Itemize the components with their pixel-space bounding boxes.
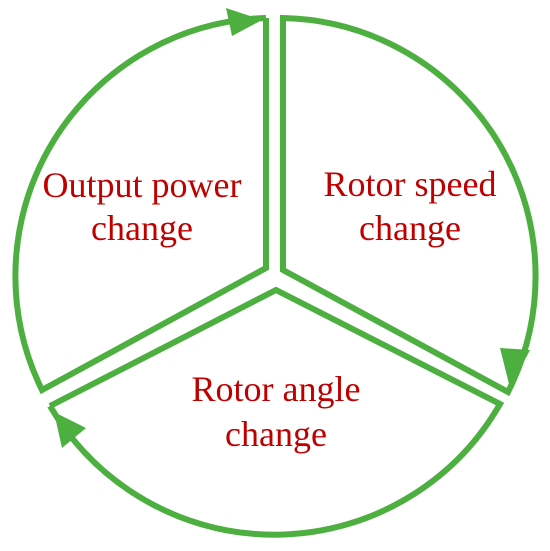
arrow-head-top — [226, 8, 262, 36]
segment-rotor-speed — [280, 14, 539, 397]
label-rotor-speed-line1: Rotor speed — [324, 164, 497, 204]
label-rotor-speed-line2: change — [359, 208, 461, 248]
label-rotor-angle-line1: Rotor angle — [192, 369, 361, 409]
segment-rotor-angle — [47, 286, 505, 538]
label-output-power-line2: change — [91, 208, 193, 248]
label-rotor-angle-line2: change — [225, 414, 327, 454]
arrow-head-right — [500, 348, 530, 388]
label-output-power-line1: Output power — [43, 165, 242, 205]
arrow-head-left — [54, 412, 86, 448]
segment-output-power — [12, 15, 269, 395]
